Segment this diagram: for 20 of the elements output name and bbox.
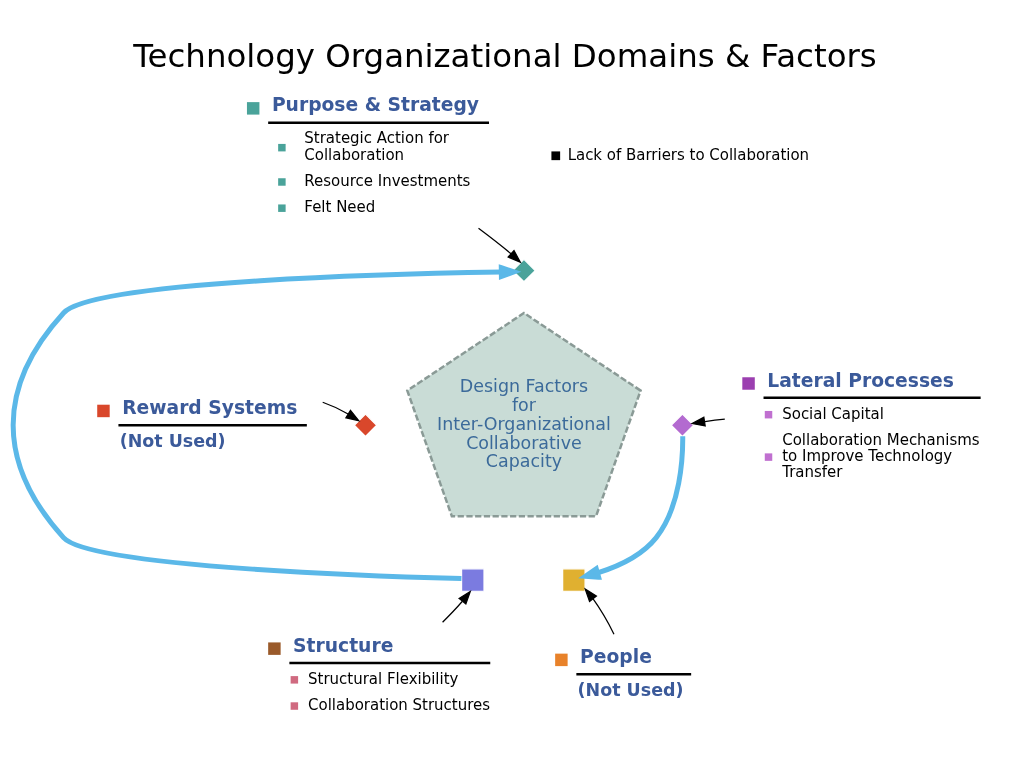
arrow (578, 435, 686, 580)
arrow (477, 227, 522, 263)
diagram-title: Technology Organizational Domains & Factors (133, 36, 877, 75)
arrow (10, 263, 522, 581)
arrow (690, 415, 726, 427)
node-diamond (511, 257, 537, 283)
arrow (441, 589, 472, 623)
node-diamond (670, 412, 695, 437)
node-label: (Not Used) (577, 679, 684, 700)
arrow (584, 587, 615, 635)
node-label: Purpose & Strategy (271, 93, 480, 115)
node-label: Reward Systems (122, 396, 298, 418)
arrow (322, 401, 361, 422)
node-label: Lateral Processes (767, 369, 954, 391)
node-label: (Not Used) (119, 430, 226, 451)
label: Lack of Barriers to Collaboration (567, 145, 810, 164)
node-box (562, 567, 586, 592)
node-diamond (353, 412, 378, 437)
node-box (460, 567, 485, 592)
node-label: People (580, 645, 652, 667)
